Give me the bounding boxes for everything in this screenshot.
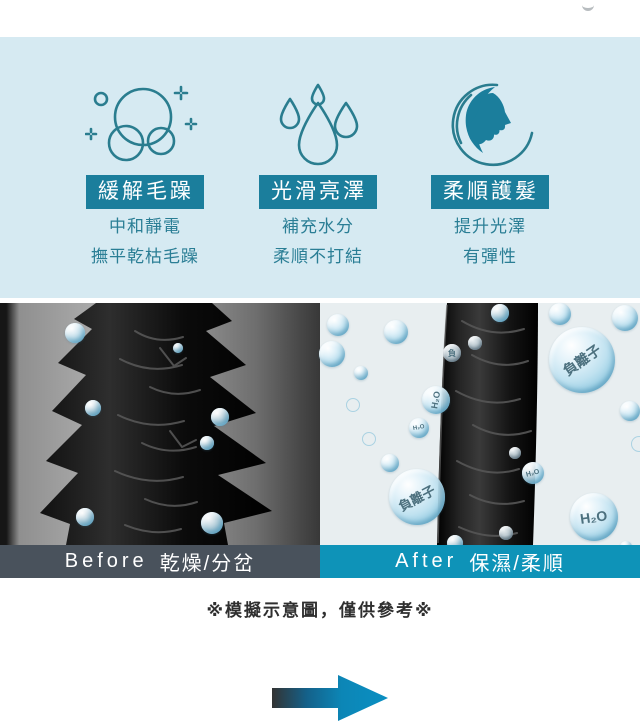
bubble bbox=[319, 341, 345, 367]
before-label-zh: 乾燥/分岔 bbox=[159, 553, 256, 575]
bubble bbox=[85, 400, 101, 416]
bubble bbox=[173, 343, 183, 353]
negative-ion-bubble: 負離子 bbox=[389, 469, 445, 525]
after-label-bar: After 保濕/柔順 bbox=[320, 545, 640, 578]
damaged-hair-illustration bbox=[40, 303, 272, 545]
feature-text: 補充水分 bbox=[282, 217, 354, 237]
face-with-hair-icon bbox=[435, 81, 545, 169]
corner-artifact bbox=[582, 0, 594, 11]
bubble bbox=[384, 320, 408, 344]
bubble bbox=[211, 408, 229, 426]
features-section: 緩解毛躁 中和靜電 撫平乾枯毛躁 光滑亮澤 補充水分 柔順不打結 bbox=[0, 37, 640, 298]
h2o-bubble: H₂O bbox=[409, 418, 429, 438]
water-drops-icon bbox=[263, 81, 373, 169]
after-label-en: After bbox=[395, 550, 458, 572]
bubble bbox=[631, 436, 640, 452]
bubble bbox=[620, 401, 640, 421]
before-to-after-arrow bbox=[272, 675, 388, 721]
bubble bbox=[468, 336, 482, 350]
h2o-bubble: H₂O bbox=[570, 493, 618, 541]
disclaimer-text: ※模擬示意圖，僅供參考※ bbox=[206, 601, 434, 620]
bubble bbox=[354, 366, 368, 380]
bubble bbox=[549, 303, 571, 325]
feature-badge: 光滑亮澤 bbox=[259, 175, 377, 210]
negative-ion-bubble: 負離子 bbox=[549, 327, 615, 393]
bubble bbox=[381, 454, 399, 472]
bubble bbox=[491, 304, 509, 322]
before-label-bar: Before 乾燥/分岔 bbox=[0, 545, 320, 578]
feature-badge: 緩解毛躁 bbox=[86, 175, 204, 210]
bubbles-icon bbox=[85, 81, 205, 169]
bubble bbox=[499, 526, 513, 540]
bubble bbox=[201, 512, 223, 534]
h2o-bubble: H₂O bbox=[422, 386, 450, 414]
before-label-en: Before bbox=[64, 550, 148, 572]
feature-smoothness: 柔順護髮 提升光澤 有彈性 bbox=[380, 37, 600, 269]
bubble bbox=[362, 432, 376, 446]
bubble bbox=[65, 323, 85, 343]
bubble bbox=[76, 508, 94, 526]
feature-hydration: 光滑亮澤 補充水分 柔順不打結 bbox=[208, 37, 428, 269]
feature-text: 中和靜電 bbox=[109, 217, 181, 237]
feature-text: 有彈性 bbox=[463, 247, 517, 267]
bubble bbox=[346, 398, 360, 412]
before-panel bbox=[0, 303, 320, 545]
bubble bbox=[200, 436, 214, 450]
feature-anti-frizz: 緩解毛躁 中和靜電 撫平乾枯毛躁 bbox=[35, 37, 255, 269]
feature-text: 撫平乾枯毛躁 bbox=[91, 247, 199, 267]
before-after-section: 負離子 負離子 H₂O H₂O H₂O H₂O 負 bbox=[0, 303, 640, 721]
bubble bbox=[612, 305, 638, 331]
bubble bbox=[327, 314, 349, 336]
h2o-bubble: H₂O bbox=[522, 462, 544, 484]
ion-bubble: 負 bbox=[443, 344, 461, 362]
after-label-zh: 保濕/柔順 bbox=[469, 553, 565, 575]
feature-text: 柔順不打結 bbox=[273, 247, 363, 267]
feature-badge: 柔順護髮 bbox=[431, 175, 549, 210]
feature-text: 提升光澤 bbox=[454, 217, 526, 237]
bubble bbox=[509, 447, 521, 459]
